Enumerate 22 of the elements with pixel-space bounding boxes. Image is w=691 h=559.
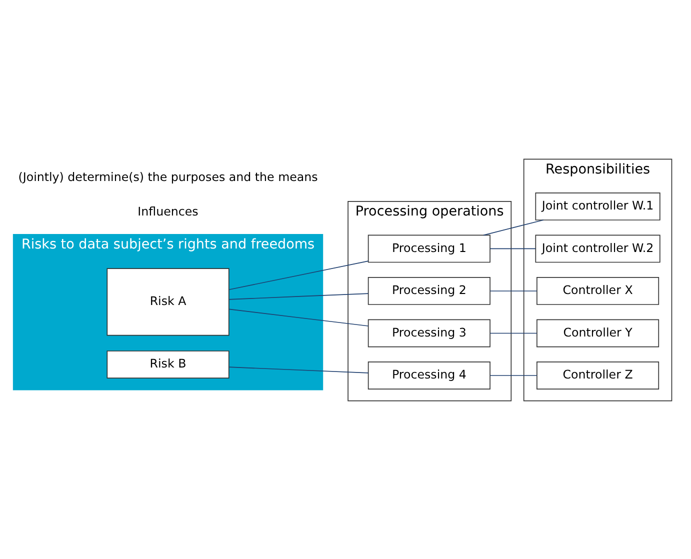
node-box: Processing 2 [368,276,490,304]
node-box: Risk A [106,268,230,336]
connector [490,248,536,249]
node-box: Processing 1 [368,234,490,262]
connector [490,374,538,376]
connector [228,260,369,290]
connector [228,292,369,300]
node-box: Controller Z [536,361,660,389]
node-box: Processing 4 [368,361,490,389]
label: Influences [138,204,198,218]
node-box: Risk B [106,350,230,378]
label: (Jointly) determine(s) the purposes and the means [18,169,318,184]
connector [490,290,538,291]
node-box: Controller X [536,276,660,304]
node-box: Joint controller W.2 [535,234,660,262]
connector [490,332,538,334]
node-box: Joint controller W.1 [535,192,660,220]
connector [228,366,369,373]
connector [228,308,369,326]
node-box: Processing 3 [368,318,490,347]
node-box: Controller Y [536,318,660,347]
connector [483,219,544,236]
